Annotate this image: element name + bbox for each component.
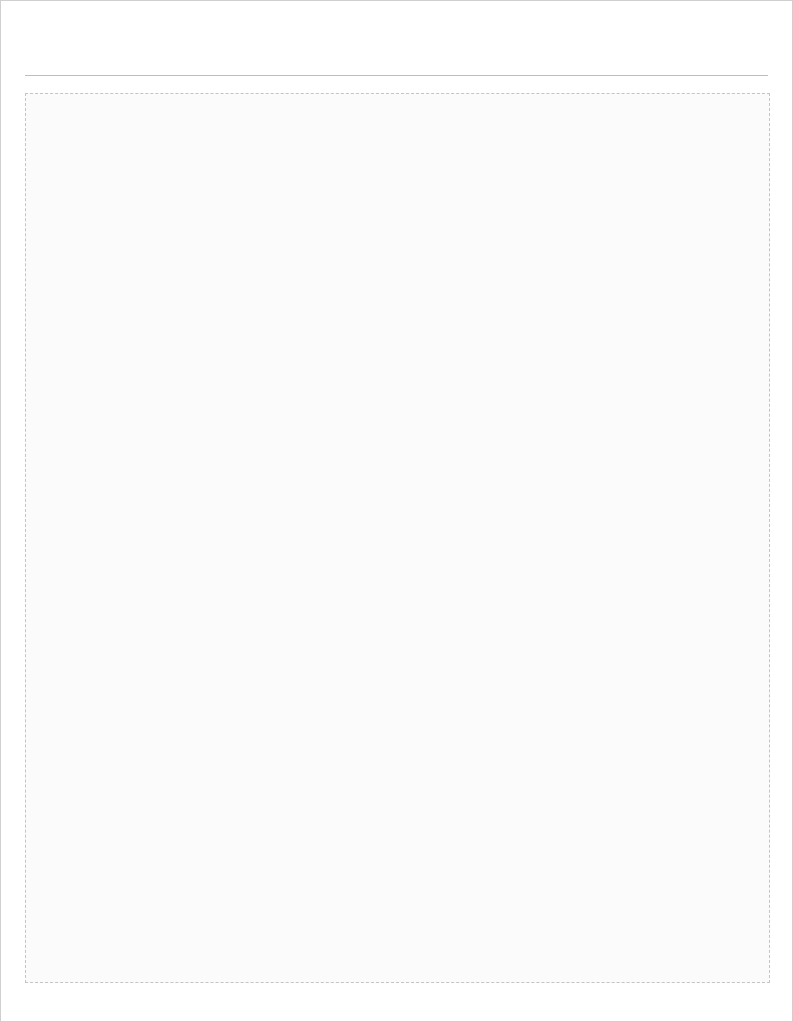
diagram-area bbox=[25, 93, 770, 983]
page-header bbox=[25, 19, 768, 76]
